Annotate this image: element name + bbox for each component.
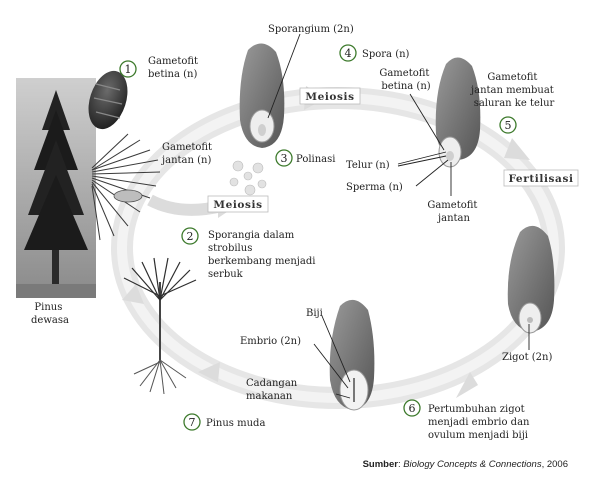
svg-text:4: 4 <box>345 47 352 60</box>
seed-scale-icon <box>329 299 375 411</box>
step-7-badge: 7 <box>183 413 201 431</box>
meiosis-left-label: Meiosis <box>213 199 262 211</box>
ovule-scale-top-icon <box>239 43 285 148</box>
step-3-badge: 3 <box>275 149 293 167</box>
meiosis-left-box: Meiosis <box>207 195 269 213</box>
sporangium-label: Sporangium (2n) <box>268 24 354 35</box>
sperma-label: Sperma (n) <box>346 182 403 193</box>
female-cone-icon <box>88 70 128 130</box>
adult-pine-tree-photo <box>16 78 96 298</box>
svg-text:2: 2 <box>187 230 194 243</box>
meiosis-top-box: Meiosis <box>299 87 361 105</box>
step-5-badge: 5 <box>499 116 517 134</box>
step-5-text: Gametofit jantan membuat saluran ke telu… <box>470 72 557 109</box>
step-1-text: Gametofit betina (n) <box>148 56 201 80</box>
fertilisasi-label: Fertilisasi <box>508 173 573 185</box>
zigot-label: Zigot (2n) <box>502 352 552 363</box>
young-pine-seedling-icon <box>123 257 197 395</box>
meiosis-top-label: Meiosis <box>305 91 354 103</box>
source-citation: Sumber: Biology Concepts & Connections, … <box>363 459 568 470</box>
telur-label: Telur (n) <box>346 160 390 171</box>
step-3-text: Polinasi <box>296 154 335 165</box>
svg-text:5: 5 <box>505 119 512 132</box>
svg-text:7: 7 <box>189 416 196 429</box>
svg-text:3: 3 <box>281 152 288 165</box>
step-6-badge: 6 <box>403 399 421 417</box>
step-6-text: Pertumbuhan zigot menjadi embrio dan ovu… <box>428 404 533 441</box>
male-cone-icon <box>113 189 143 203</box>
gametofit-jantan-bottom-label: Gametofit jantan <box>427 200 480 224</box>
gametofit-betina-right-label: Gametofit betina (n) <box>379 68 432 92</box>
svg-text:6: 6 <box>409 402 416 415</box>
step-4-badge: 4 <box>339 44 357 62</box>
pinus-dewasa-label: Pinus dewasa <box>31 302 69 326</box>
pine-branch-needles-icon <box>91 133 161 241</box>
step-2-badge: 2 <box>181 227 199 245</box>
svg-text:1: 1 <box>125 63 132 76</box>
pollen-grains-icon <box>229 160 267 196</box>
leader-lines <box>267 33 530 399</box>
step-2-text: Sporangia dalam strobilus berkembang men… <box>208 230 319 280</box>
cadangan-makanan-label: Cadangan makanan <box>246 378 300 402</box>
step-1-badge: 1 <box>119 60 137 78</box>
ovule-scale-right-top-icon <box>435 57 481 168</box>
fertilisasi-box: Fertilisasi <box>503 169 579 187</box>
step-7-text: Pinus muda <box>206 418 265 429</box>
biji-label: Biji <box>306 308 323 319</box>
step-4-text: Spora (n) <box>362 49 410 60</box>
gametofit-jantan-left-label: Gametofit jantan (n) <box>161 142 215 166</box>
ovule-scale-zygote-icon <box>507 225 555 334</box>
embrio-label: Embrio (2n) <box>240 336 301 347</box>
